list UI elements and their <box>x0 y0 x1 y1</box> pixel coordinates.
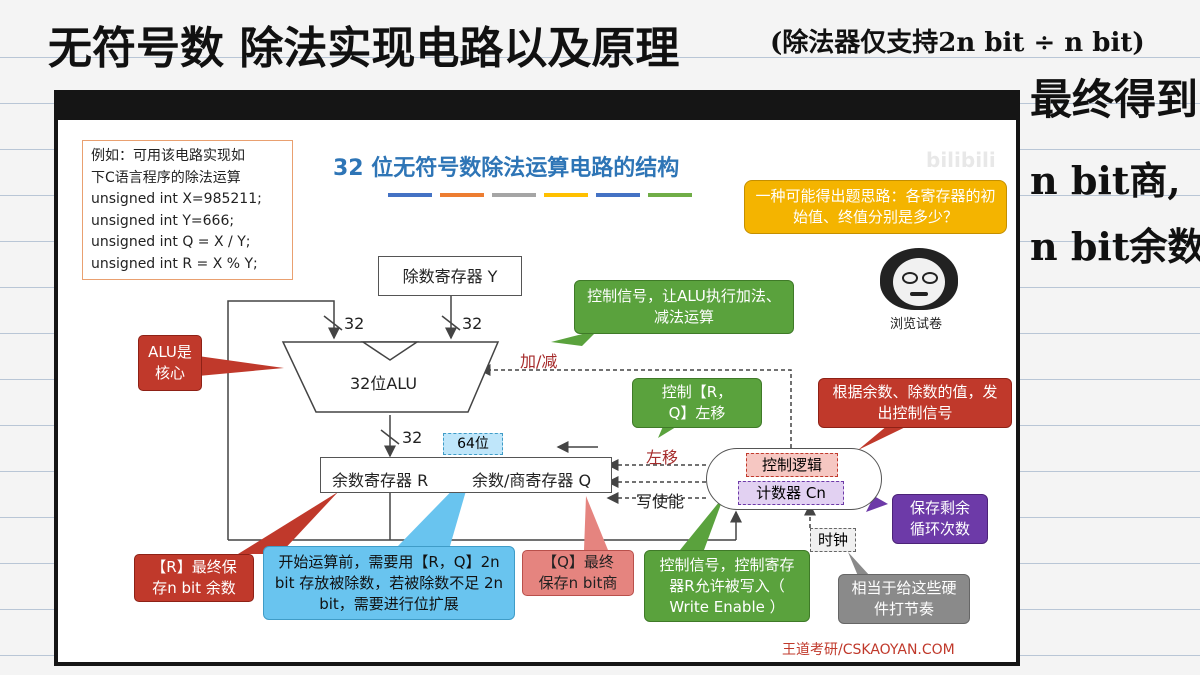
remainder-divisor-callout: 根据余数、除数的值，发出控制信号 <box>818 378 1012 428</box>
example-line: 例如：可用该电路实现如 <box>91 148 245 164</box>
title-stripe <box>596 193 640 197</box>
control-rq-callout: 控制【R，Q】左移 <box>632 378 762 428</box>
meme-caption: 浏览试卷 <box>890 317 943 332</box>
question-callout: 一种可能得出题思路：各寄存器的初始值、终值分别是多少？ <box>744 180 1007 234</box>
shift-left-label: 左移 <box>646 448 679 467</box>
example-line: unsigned int Y=666; <box>91 212 235 229</box>
watermark: bilibili <box>926 148 996 172</box>
title-stripe <box>648 193 692 197</box>
add-sub-label: 加/减 <box>520 352 558 371</box>
title-stripe <box>440 193 484 197</box>
clock-label: 时钟 <box>810 528 856 552</box>
control-alu-callout: 控制信号，让ALU执行加法、减法运算 <box>574 280 794 334</box>
bit-width-64-label: 64位 <box>443 433 503 455</box>
handwritten-note-top: (除法器仅支持2n bit ÷ n bit) <box>770 28 1145 58</box>
handwritten-note-line1: 最终得到 <box>1030 75 1199 124</box>
example-line: unsigned int R = X % Y; <box>91 255 258 272</box>
q-final-callout: 【Q】最终保存n bit商 <box>522 550 634 596</box>
counter-save-callout: 保存剩余循环次数 <box>892 494 988 544</box>
bit-width-label: 32 <box>344 314 365 333</box>
meme-face-icon <box>880 248 958 310</box>
bit-width-label: 32 <box>402 428 423 447</box>
quotient-register-label: 余数/商寄存器 Q <box>472 471 592 490</box>
alu-label: 32位ALU <box>350 374 418 393</box>
remainder-quotient-register <box>320 457 612 493</box>
title-stripe <box>492 193 536 197</box>
example-line: unsigned int Q = X / Y; <box>91 234 251 250</box>
write-enable-callout: 控制信号，控制寄存器R允许被写入（ Write Enable ） <box>644 550 810 622</box>
alu-shape <box>281 341 500 413</box>
write-enable-label: 写使能 <box>636 492 685 511</box>
title-stripe <box>388 193 432 197</box>
slide: 32 位无符号数除法运算电路的结构 bilibili 例如：可用该电路实现如 下… <box>58 120 1016 662</box>
bit-width-label: 32 <box>462 314 483 333</box>
clock-desc-callout: 相当于给这些硬件打节奏 <box>838 574 970 624</box>
example-line: unsigned int X=985211; <box>91 191 262 207</box>
alu-core-callout: ALU是核心 <box>138 335 202 391</box>
rq-init-callout: 开始运算前，需要用【R，Q】2n bit 存放被除数，若被除数不足 2n bit… <box>263 546 515 620</box>
title-stripe <box>544 193 588 197</box>
title-stripes <box>388 193 692 197</box>
handwritten-note-line2: n bit商, <box>1030 158 1181 203</box>
slide-title: 32 位无符号数除法运算电路的结构 <box>333 156 680 181</box>
divisor-register: 除数寄存器 Y <box>378 256 522 296</box>
remainder-register-label: 余数寄存器 R <box>332 471 429 490</box>
r-final-callout: 【R】最终保存n bit 余数 <box>134 554 254 602</box>
counter: 计数器 Cn <box>738 481 844 505</box>
example-line: 下C语言程序的除法运算 <box>91 169 241 186</box>
slide-footer: 王道考研/CSKAOYAN.COM <box>782 642 955 658</box>
handwritten-note-line3: n bit余数 <box>1030 224 1200 269</box>
control-logic: 控制逻辑 <box>746 453 838 477</box>
example-code-box: 例如：可用该电路实现如 下C语言程序的除法运算 unsigned int X=9… <box>82 140 293 280</box>
handwritten-title: 无符号数 除法实现电路以及原理 <box>48 23 680 74</box>
